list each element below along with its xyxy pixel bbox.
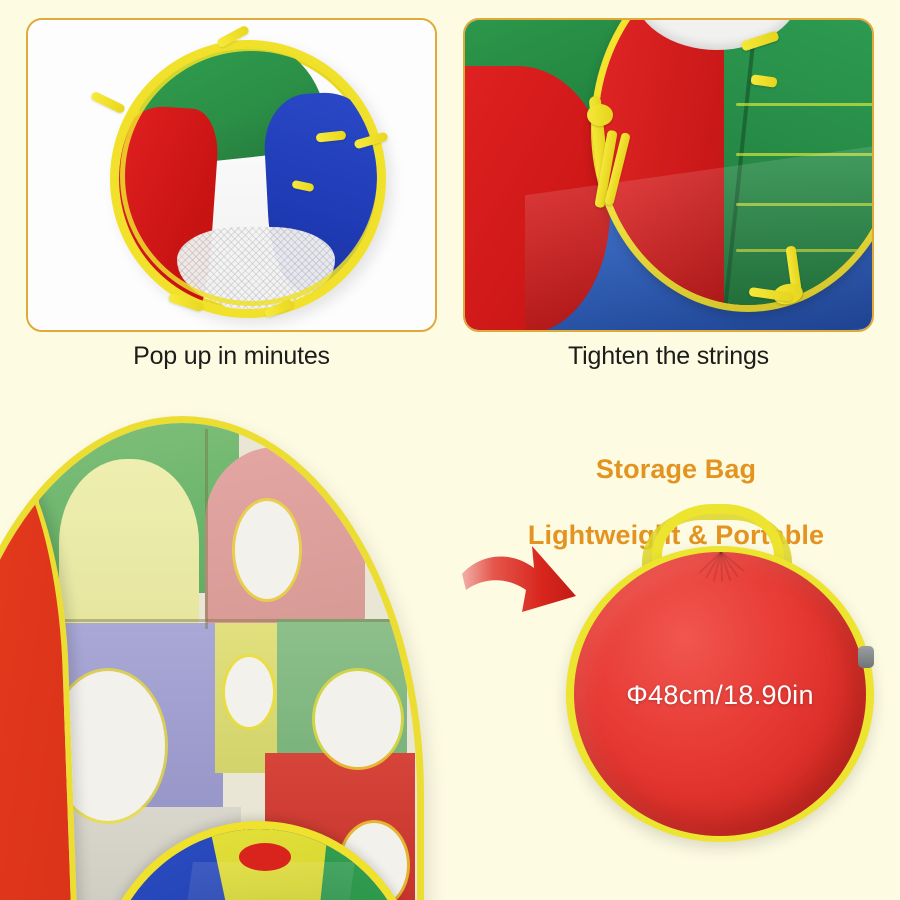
tent-window: [235, 501, 299, 599]
bag-handle-front: [652, 504, 784, 580]
storage-bag-section: Storage Bag Lightweight & Portable: [452, 408, 900, 900]
storage-bag: Φ48cm/18.90in: [564, 504, 876, 844]
tent-tie-strap: [89, 90, 127, 115]
tent-crawl-tunnel: [95, 821, 417, 900]
tunnel-hoop-stitch: [736, 153, 872, 156]
full-tent-photo: 25 50: [0, 408, 452, 900]
feature-photo-panel-pop-up: [26, 18, 437, 332]
arrow-shape: [462, 546, 576, 612]
tent-ring-frame-secondary: [120, 46, 382, 306]
tent-tunnel-opening: [591, 20, 872, 312]
bag-clip: [858, 646, 874, 668]
caption-tighten: Tighten the strings: [568, 342, 769, 370]
pointer-arrow: [460, 538, 580, 634]
pop-up-tent-photo: [28, 20, 435, 330]
tent-seam: [43, 619, 413, 622]
caption-pop-up: Pop up in minutes: [133, 342, 330, 370]
bag-dimension-label: Φ48cm/18.90in: [626, 680, 814, 710]
folded-tent-scene: [28, 20, 435, 330]
tent-seam: [205, 429, 208, 629]
bag-red-body: Φ48cm/18.90in: [574, 552, 866, 836]
tent-dome: 25 50: [0, 416, 424, 900]
tunnel-hoop-stitch: [736, 203, 872, 206]
tent-window: [225, 657, 273, 727]
tent-window: [315, 671, 401, 767]
drawstring-knot: [587, 104, 613, 126]
tunnel-hoop-stitch: [736, 249, 872, 252]
tent-red-panel: [465, 66, 610, 330]
bag-handle-back: [642, 510, 792, 580]
curved-right-arrow-icon: [462, 546, 576, 612]
tunnel-hoop-stitch: [736, 103, 872, 106]
feature-photo-panel-tighten: [463, 18, 874, 332]
tunnel-red-dot: [239, 843, 291, 871]
storage-heading-line-1: Storage Bag: [595, 454, 757, 484]
tent-closeup-scene: [465, 20, 872, 330]
tighten-strings-photo: [465, 20, 872, 330]
